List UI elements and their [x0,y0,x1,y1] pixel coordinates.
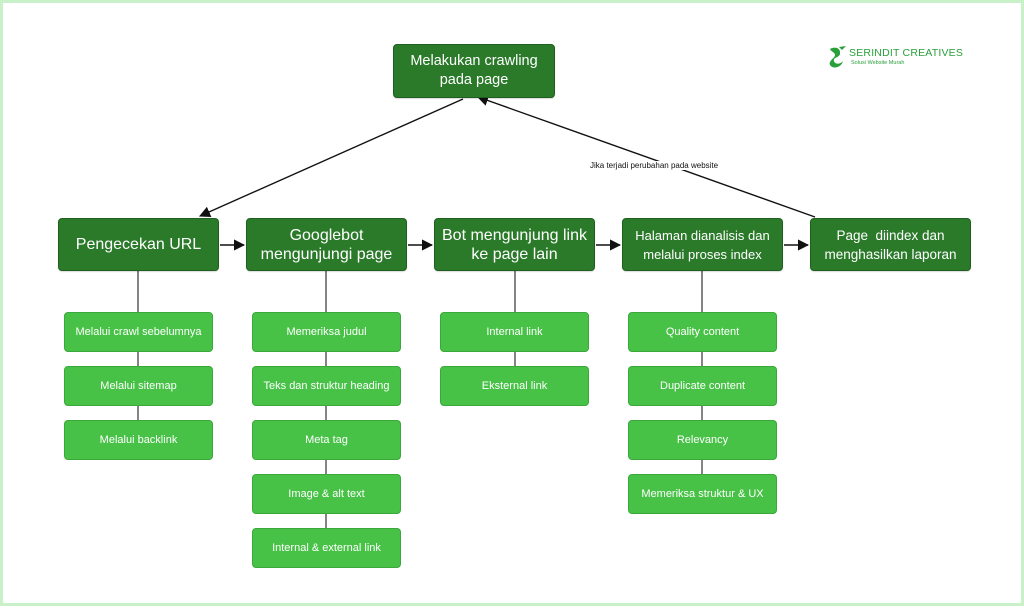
brand-name: SERINDIT CREATIVES [849,47,964,59]
col1-item-2-label: Melalui sitemap [100,380,177,392]
bird-logo-icon [829,46,846,68]
col1-item-1-label: Melalui crawl sebelumnya [75,326,202,338]
feedback-arrow [476,95,816,218]
col2-item-2-label: Teks dan struktur heading [263,380,390,392]
col3-item-2: Eksternal link [440,366,589,406]
col2-item-2: Teks dan struktur heading [252,366,401,406]
col2-item-1-label: Memeriksa judul [286,326,367,338]
col2-item-3: Meta tag [252,420,401,460]
col2-item-5-label: Internal & external link [272,542,381,554]
col3-item-1-label: Internal link [486,326,543,338]
col4-item-3-label: Relevancy [676,434,729,446]
col2-item-4-label: Image & alt text [288,488,365,500]
index-analysis-label: Halaman dianalisis dan melalui proses in… [635,227,770,262]
change-note: Jika terjadi perubahan pada website [588,161,721,170]
col4-item-1: Quality content [628,312,777,352]
col4-item-4: Memeriksa struktur & UX [628,474,777,514]
index-report-node: Page diindex dan menghasilkan laporan [810,218,971,271]
col4-item-1-label: Quality content [665,326,740,338]
bot-links-label: Bot mengunjung link ke page lain [442,226,587,263]
col2-item-1: Memeriksa judul [252,312,401,352]
url-check-node: Pengecekan URL [58,218,219,271]
brand-logo: SERINDIT CREATIVES Solusi Website Murah [827,45,963,71]
col1-item-3-label: Melalui backlink [99,434,178,446]
col2-item-4: Image & alt text [252,474,401,514]
col4-item-2: Duplicate content [628,366,777,406]
col1-item-2: Melalui sitemap [64,366,213,406]
crawl-page-label: Melakukan crawling pada page [410,53,538,88]
col4-item-2-label: Duplicate content [660,380,745,392]
googlebot-label: Googlebot mengunjungi page [260,226,393,263]
googlebot-node: Googlebot mengunjungi page [246,218,407,271]
col2-item-3-label: Meta tag [305,434,348,446]
col2-item-5: Internal & external link [252,528,401,568]
col3-item-2-label: Eksternal link [481,380,548,392]
url-check-label: Pengecekan URL [75,236,202,253]
col1-item-3: Melalui backlink [64,420,213,460]
brand-tagline: Solusi Website Murah [851,60,905,66]
crawl-page-node: Melakukan crawling pada page [393,44,555,98]
index-analysis-node: Halaman dianalisis dan melalui proses in… [622,218,783,271]
bot-links-node: Bot mengunjung link ke page lain [434,218,595,271]
index-report-label: Page diindex dan menghasilkan laporan [824,227,957,262]
col3-item-1: Internal link [440,312,589,352]
col1-item-1: Melalui crawl sebelumnya [64,312,213,352]
crawl-to-url-arrow [198,98,464,218]
col4-item-4-label: Memeriksa struktur & UX [641,488,764,500]
col4-item-3: Relevancy [628,420,777,460]
